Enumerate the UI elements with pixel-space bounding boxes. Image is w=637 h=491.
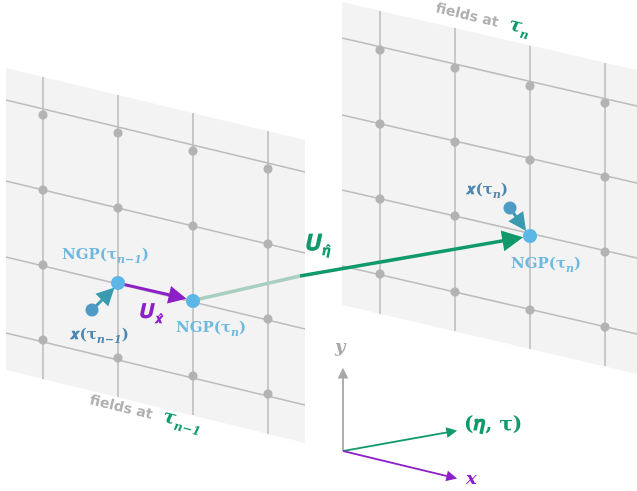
coordinate-axes: 𝒚 (𝜼, τ) 𝒙 <box>334 336 522 489</box>
x-prev-point <box>85 303 99 317</box>
x-axis-label: 𝒙 <box>465 468 477 489</box>
ngp-n-right-label: NGP(τn) <box>511 254 581 275</box>
u-eta-label: 𝑼𝜼̂ <box>306 230 332 259</box>
x-axis-line <box>342 450 458 482</box>
left-field-panel: fields at τn−1 <box>5 68 306 443</box>
eta-tau-axis-label: (𝜼, τ) <box>464 411 522 435</box>
left-panel-plane <box>6 68 305 443</box>
right-panel-grid-nodes <box>375 45 610 332</box>
left-panel-caption-subscript: n−1 <box>172 419 202 439</box>
right-panel-caption-subscript: n <box>518 27 530 43</box>
right-field-panel: fields at τn <box>341 0 637 374</box>
y-axis-label: 𝒚 <box>334 336 347 357</box>
x-n-label: 𝒙(τn) <box>465 180 508 201</box>
eta-tau-axis-line <box>342 427 458 452</box>
ngp-prev-point <box>111 276 125 290</box>
left-panel-caption-symbol: τ <box>161 405 179 429</box>
x-prev-label: 𝒙(τn−1) <box>69 325 129 346</box>
ngp-n-left-point <box>186 294 200 308</box>
ngp-n-left-label: NGP(τn) <box>176 318 246 339</box>
right-panel-plane <box>342 2 637 374</box>
u-x-arrow <box>121 282 187 304</box>
ngp-n-right-point <box>523 229 537 243</box>
u-x-label: 𝑼𝒙̂ <box>140 299 164 327</box>
x-n-point <box>503 201 517 215</box>
right-panel-caption-symbol: τ <box>507 13 525 37</box>
u-eta-arrow <box>194 230 524 302</box>
ngp-prev-label: NGP(τn−1) <box>62 245 149 266</box>
